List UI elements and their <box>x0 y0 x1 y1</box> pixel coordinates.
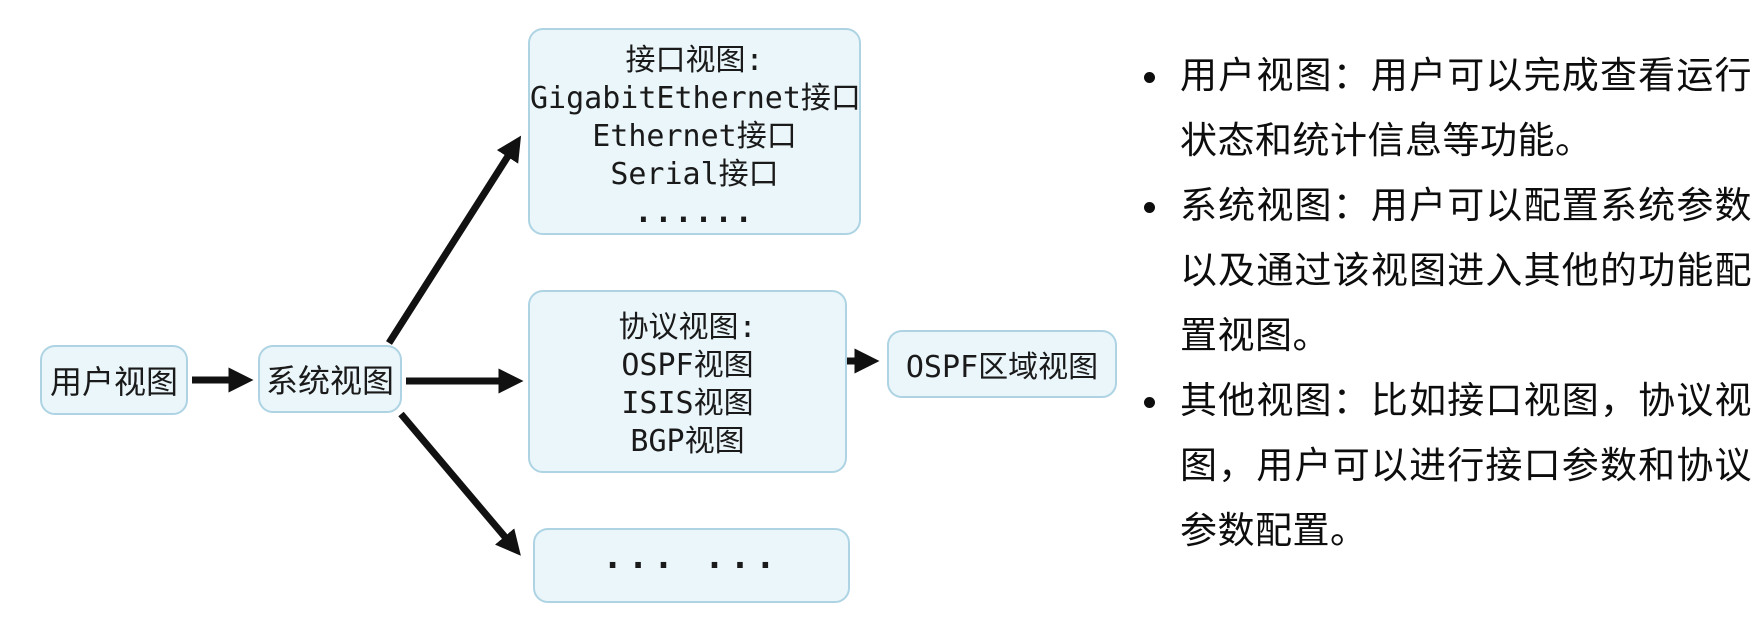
node-user-view: 用户视图 <box>40 345 188 415</box>
note-text: 用户视图：用户可以完成查看运行状态和统计信息等功能。 <box>1180 56 1752 162</box>
interface-view-ellipsis: ...... <box>634 195 755 230</box>
node-protocol-view: 协议视图: OSPF视图 ISIS视图 BGP视图 <box>528 290 847 473</box>
notes-list: 用户视图：用户可以完成查看运行状态和统计信息等功能。 系统视图：用户可以配置系统… <box>1140 44 1752 564</box>
note-system-view: 系统视图：用户可以配置系统参数以及通过该视图进入其他的功能配置视图。 <box>1140 174 1752 369</box>
interface-view-title: 接口视图: <box>625 43 764 78</box>
protocol-view-line: ISIS视图 <box>621 386 754 421</box>
interface-view-line: GigabitEthernet接口 <box>530 81 861 116</box>
note-user-view: 用户视图：用户可以完成查看运行状态和统计信息等功能。 <box>1140 44 1752 174</box>
node-user-view-label: 用户视图 <box>49 363 178 401</box>
protocol-view-line: OSPF视图 <box>621 348 754 383</box>
node-system-view: 系统视图 <box>258 345 402 413</box>
bullet-icon <box>1140 174 1180 213</box>
bullet-icon <box>1140 369 1180 408</box>
note-other-views: 其他视图：比如接口视图，协议视图，用户可以进行接口参数和协议参数配置。 <box>1140 369 1752 564</box>
interface-view-line: Ethernet接口 <box>592 119 797 154</box>
arrow-system-to-interface <box>386 135 522 345</box>
node-etc-view-label: ··· ··· <box>602 545 781 586</box>
protocol-view-title: 协议视图: <box>618 310 757 345</box>
note-text: 系统视图：用户可以配置系统参数以及通过该视图进入其他的功能配置视图。 <box>1180 186 1752 357</box>
interface-view-line: Serial接口 <box>610 157 779 192</box>
protocol-view-line: BGP视图 <box>630 424 745 459</box>
bullet-icon <box>1140 44 1180 83</box>
node-etc-view: ··· ··· <box>533 528 850 603</box>
node-ospf-area-view: OSPF区域视图 <box>887 330 1117 398</box>
node-system-view-label: 系统视图 <box>265 362 394 400</box>
node-interface-view: 接口视图: GigabitEthernet接口 Ethernet接口 Seria… <box>528 28 861 235</box>
node-ospf-area-view-label: OSPF区域视图 <box>905 350 1099 385</box>
note-text: 其他视图：比如接口视图，协议视图，用户可以进行接口参数和协议参数配置。 <box>1180 381 1752 552</box>
arrow-system-to-etc <box>398 411 521 556</box>
